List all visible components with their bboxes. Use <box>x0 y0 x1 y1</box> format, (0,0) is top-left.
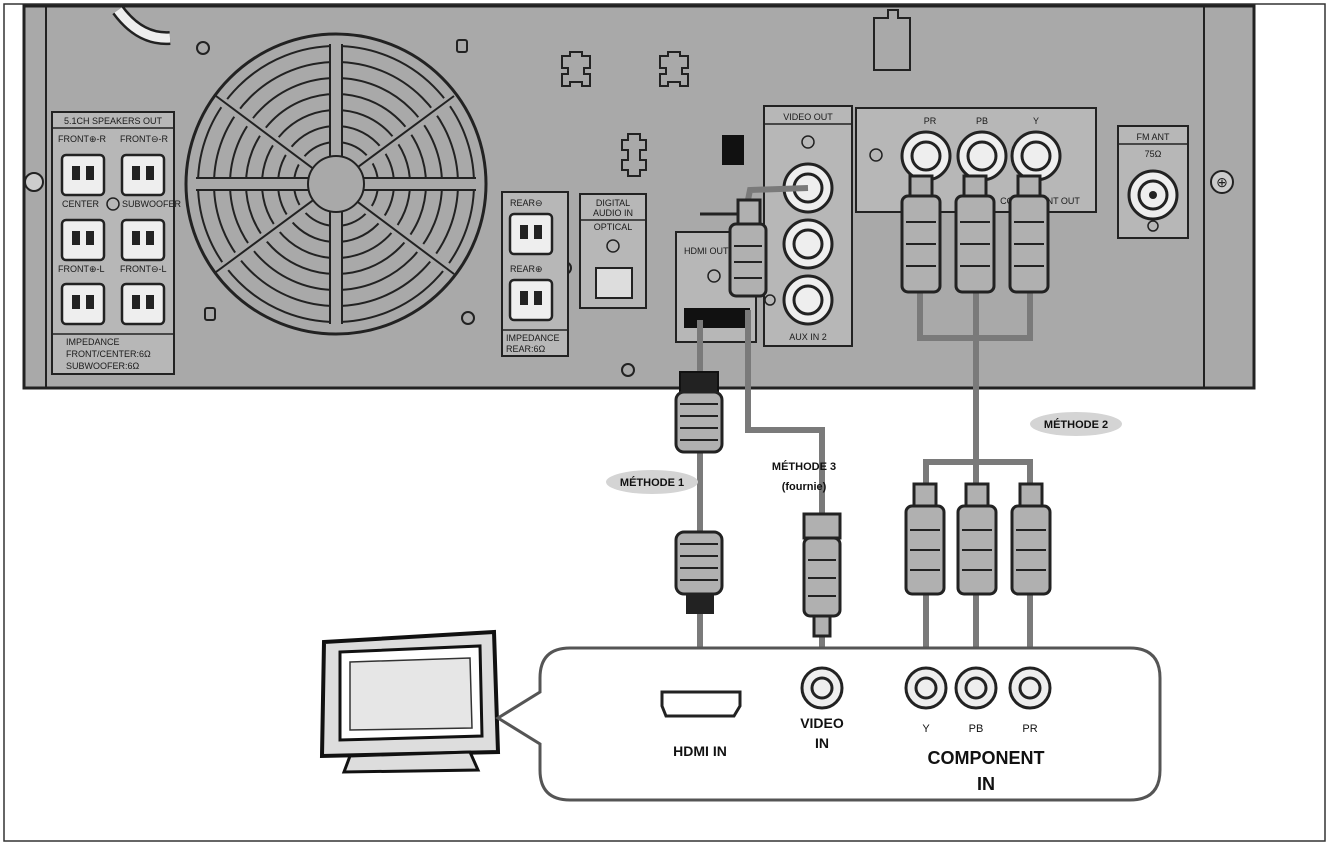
component-out-pr: PR <box>924 116 937 126</box>
hdmi-plug-icon <box>674 390 724 454</box>
digital-label: DIGITAL <box>596 198 630 208</box>
video-in-sub-label: IN <box>815 735 829 751</box>
hdmi-plug-icon <box>674 530 724 596</box>
aux-in-label: AUX IN 2 <box>789 332 827 342</box>
method1-label: MÉTHODE 1 <box>620 476 684 489</box>
speakers-out-block: 5.1CH SPEAKERS OUT FRONT⊕-R FRONT⊖-R CEN… <box>51 111 182 375</box>
component-out-y: Y <box>1033 116 1039 126</box>
hdmi-out-label: HDMI OUT <box>684 246 729 256</box>
speaker-terminal-icon <box>120 153 166 197</box>
impedance-rear-label: IMPEDANCE <box>506 333 560 343</box>
method3-sub-label: (fournie) <box>782 481 827 493</box>
fm-ant-label: FM ANT <box>1137 132 1171 142</box>
component-pb-label: PB <box>969 723 984 735</box>
rear-speakers-block: REAR⊖ REAR⊕ IMPEDANCE REAR:6Ω <box>501 191 569 357</box>
hdmi-in-port <box>660 690 742 718</box>
component-pr-label: PR <box>1022 723 1037 735</box>
plugs <box>674 174 1052 638</box>
front-r-label: FRONT⊕-R <box>58 134 107 144</box>
speaker-terminal-icon <box>60 282 106 326</box>
cooling-fan <box>184 32 488 336</box>
audio-in-label: AUDIO IN <box>593 208 633 218</box>
component-y-label: Y <box>922 723 930 735</box>
hdmi-in-label: HDMI IN <box>673 743 727 759</box>
fm-antenna-block: FM ANT 75Ω <box>1117 125 1189 239</box>
impedance-rear-value: REAR:6Ω <box>506 344 546 354</box>
front-ll-label: FRONT⊖-L <box>120 264 167 274</box>
tv-input-panel: HDMI IN VIDEO IN Y PB PR COMPONENT IN <box>495 646 1162 802</box>
video-out-label: VIDEO OUT <box>783 112 833 122</box>
front-l-label: FRONT⊕-L <box>58 264 105 274</box>
rca-plug-icon <box>728 222 768 298</box>
digital-audio-block: DIGITAL AUDIO IN OPTICAL <box>579 193 647 309</box>
speakers-out-label: 5.1CH SPEAKERS OUT <box>64 116 163 126</box>
subwoofer-label: SUBWOOFER <box>122 199 182 209</box>
speaker-terminal-icon <box>60 218 106 262</box>
video-in-label: VIDEO <box>800 715 844 731</box>
method2-label: MÉTHODE 2 <box>1044 418 1108 431</box>
tv <box>319 629 501 774</box>
method-labels: MÉTHODE 1 MÉTHODE 2 MÉTHODE 3 (fournie) <box>606 412 1122 494</box>
screw-icon <box>24 172 44 192</box>
speaker-terminal-icon <box>120 282 166 326</box>
video-cable <box>745 310 825 516</box>
component-in-label: COMPONENT <box>928 748 1045 768</box>
speaker-terminal-icon <box>120 218 166 262</box>
component-in-sub-label: IN <box>977 774 995 794</box>
optical-label: OPTICAL <box>594 222 633 232</box>
video-out-block: VIDEO OUT AUX IN 2 <box>763 105 853 347</box>
component-out-pb: PB <box>976 116 988 126</box>
rear-l-label: REAR⊕ <box>510 264 543 274</box>
rear-r-label: REAR⊖ <box>510 198 543 208</box>
impedance-sub-label: SUBWOOFER:6Ω <box>66 361 140 371</box>
fm-ohm-label: 75Ω <box>1145 149 1162 159</box>
speaker-terminal-icon <box>60 153 106 197</box>
video-cable <box>745 185 809 201</box>
screw-icon <box>1210 170 1234 194</box>
front-rr-label: FRONT⊖-R <box>120 134 169 144</box>
impedance-front-label: FRONT/CENTER:6Ω <box>66 349 151 359</box>
method3-label: MÉTHODE 3 <box>772 460 836 473</box>
svg-text:⊕: ⊕ <box>1216 174 1228 190</box>
impedance-label: IMPEDANCE <box>66 337 120 347</box>
method1-bubble <box>606 470 698 494</box>
center-label: CENTER <box>62 199 100 209</box>
method2-bubble <box>1030 412 1122 436</box>
optical-port <box>595 267 633 299</box>
